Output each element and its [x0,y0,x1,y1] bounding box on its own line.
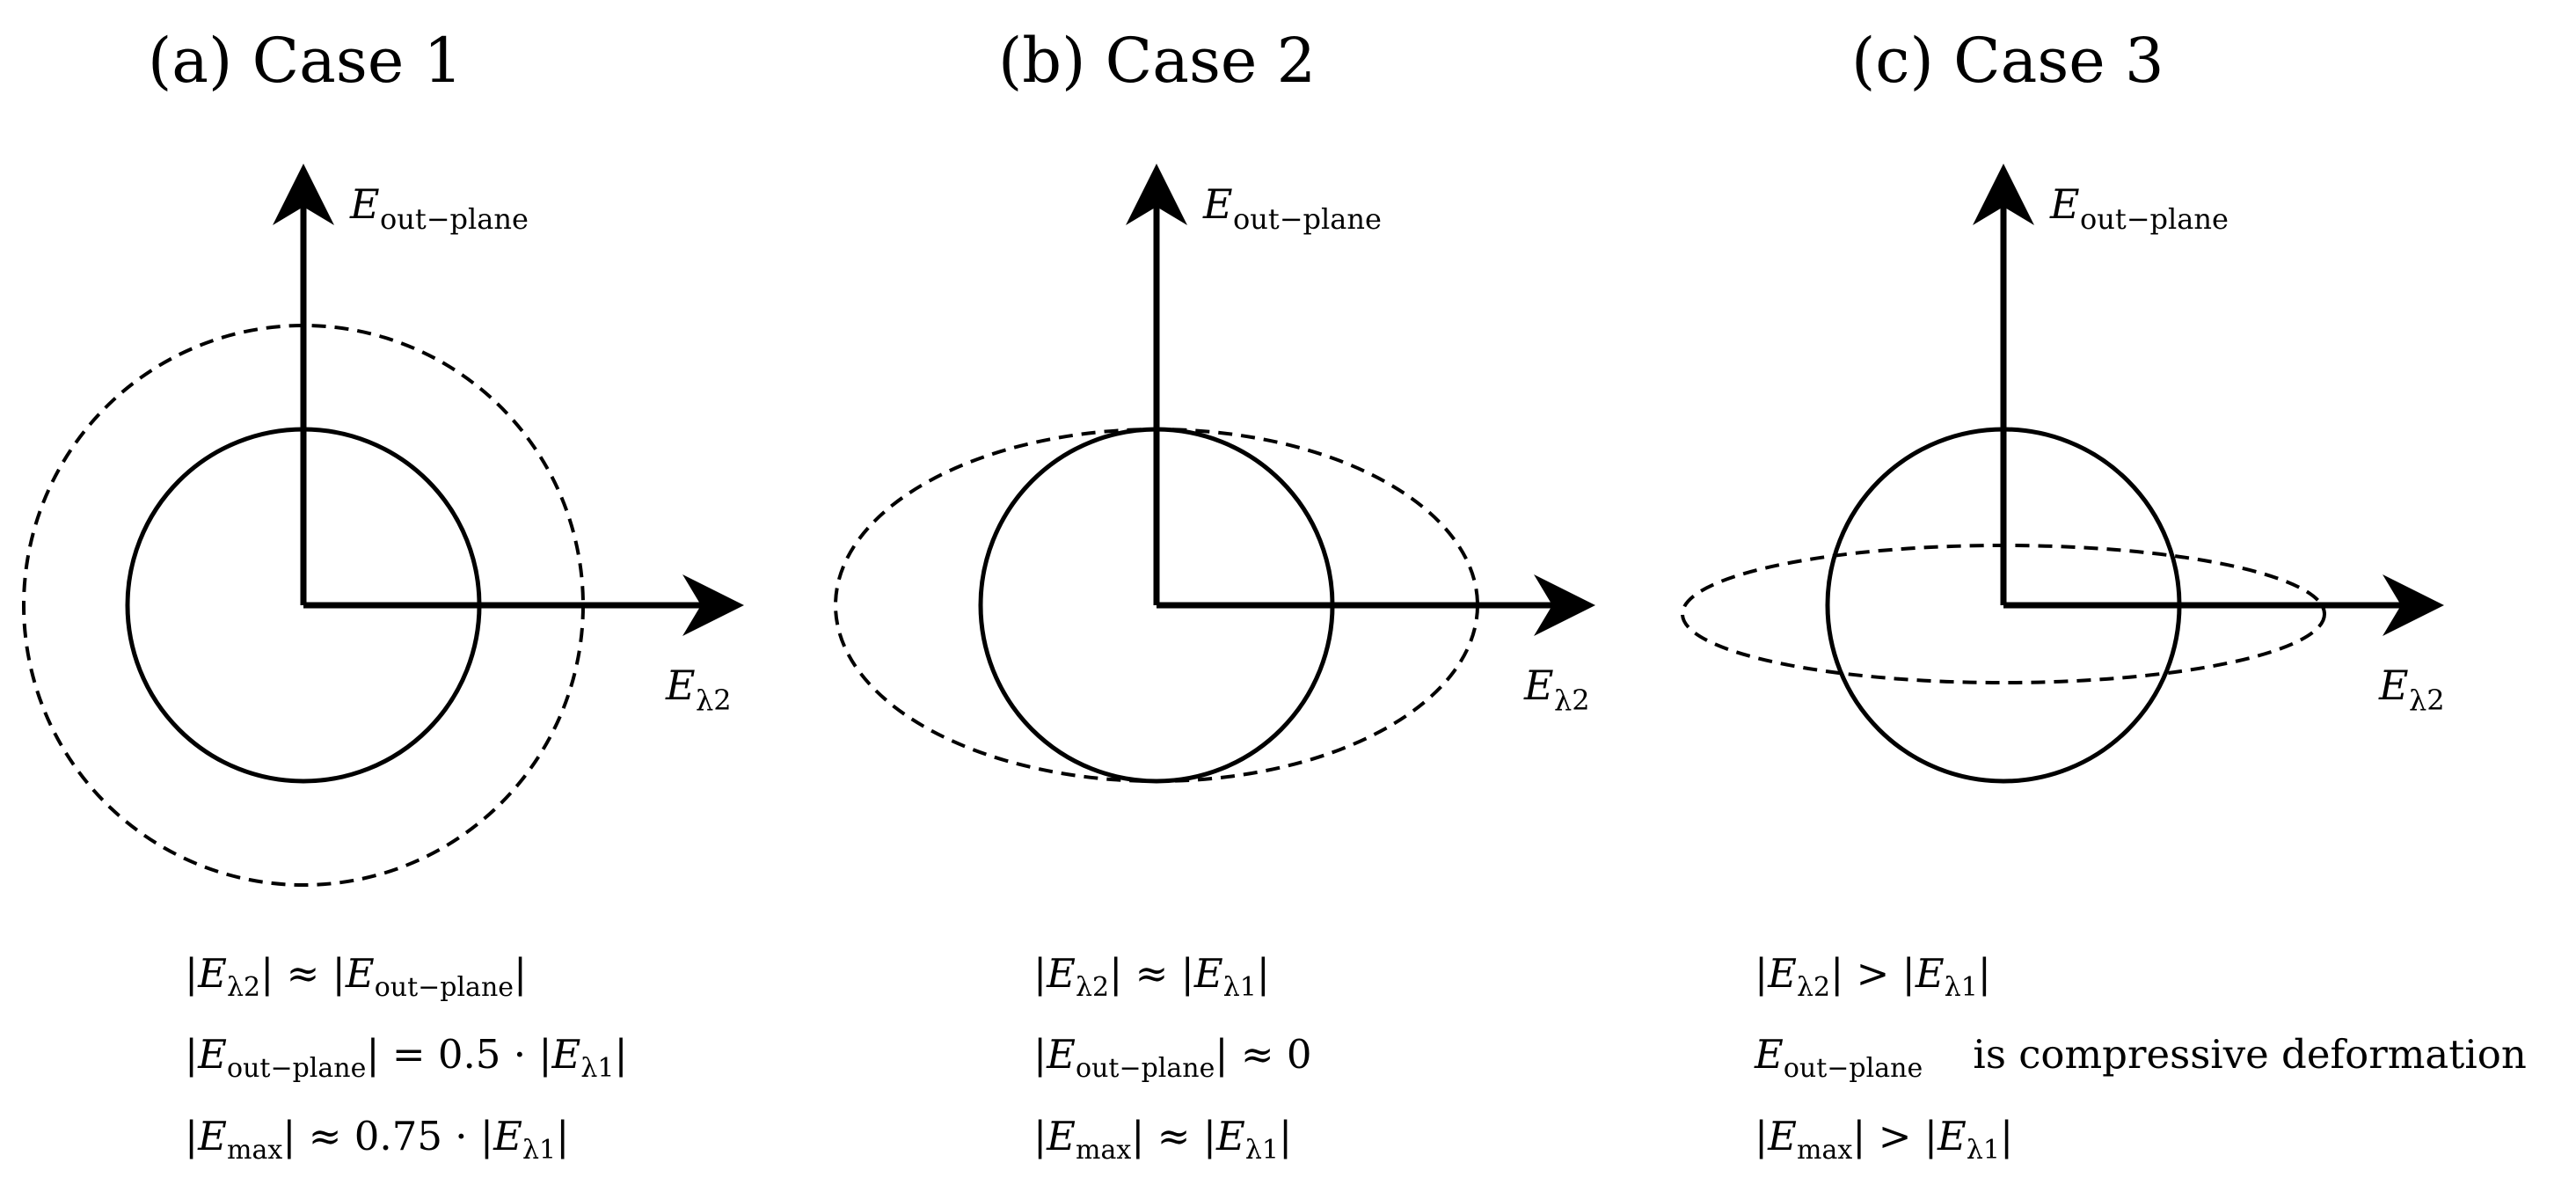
panel-a-y-label-sub: out−plane [380,202,529,236]
panel-a-y-label: E [349,180,380,228]
panel-c-eq2: Eout−plane is compressive deformation [1755,1031,2527,1084]
panel-a-x-label: E [665,662,696,709]
panel-b-x-label: E [1523,662,1554,709]
panel-a-x-label-sub: λ2 [696,684,732,717]
panel-a-title: (a) Case 1 [148,25,463,97]
panel-b-y-label-sub: out−plane [1233,202,1382,236]
panel-c-y-label-sub: out−plane [2080,202,2229,236]
panel-c-x-label: E [2378,662,2409,709]
panel-c-eq3: |Emax| > |Eλ1| [1755,1113,2014,1166]
panel-c-title: (c) Case 3 [1851,25,2164,97]
panel-a-diagram: E out−plane E λ2 [22,164,744,887]
panel-a-eq1: |Eλ2| ≈ |Eout−plane| [185,950,528,1003]
panel-a-eq3: |Emax| ≈ 0.75 · |Eλ1| [185,1113,570,1166]
panel-b-eq2: |Eout−plane| ≈ 0 [1033,1031,1312,1084]
panel-b-eq3: |Emax| ≈ |Eλ1| [1033,1113,1293,1166]
panel-b-title: (b) Case 2 [998,25,1317,97]
panel-c-eq1: |Eλ2| > |Eλ1| [1755,950,1991,1003]
panel-a-eq2: |Eout−plane| = 0.5 · |Eλ1| [185,1031,628,1084]
panel-c-y-label: E [2049,180,2080,228]
panel-b-y-label: E [1202,180,1233,228]
panel-b-eq1: |Eλ2| ≈ |Eλ1| [1033,950,1270,1003]
panel-b-x-label-sub: λ2 [1554,684,1590,717]
panel-b-diagram: E out−plane E λ2 [834,164,1595,784]
panel-c-x-label-sub: λ2 [2409,684,2445,717]
panel-c-diagram: E out−plane E λ2 [1681,164,2445,784]
